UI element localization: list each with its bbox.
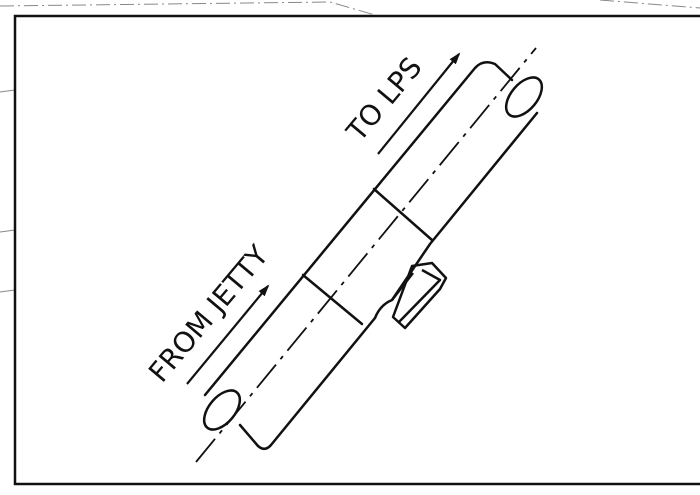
background-reference-lines [0,0,700,293]
pipe-outlet-end [504,76,544,118]
pipe-lower-edge [238,111,539,450]
pipe-centerline [195,47,537,463]
pipe-upper-edge [203,60,514,397]
pipe-joint-lower [301,273,364,326]
fitting-flange-outer [391,261,448,330]
side-fitting [391,261,448,330]
flow-arrow-to-lps [377,52,461,155]
label-from-jetty: FROM JETTY [142,238,275,388]
drawing-frame [13,14,700,486]
fitting-flange-inner [398,268,442,323]
pipe-joint-upper [372,187,434,242]
pipe-body [202,60,544,450]
flow-arrow-from-jetty [186,284,270,385]
fitting-neck [391,272,414,301]
label-to-lps: TO LPS [339,51,428,148]
